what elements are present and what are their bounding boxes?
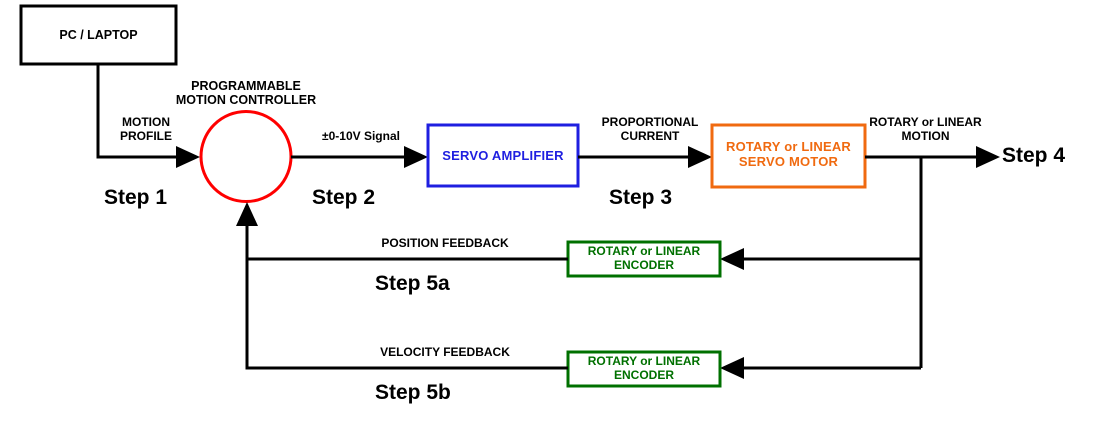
- velocity-feedback-label: VELOCITY FEEDBACK: [380, 345, 510, 359]
- motion-out-label: ROTARY or LINEAR MOTION: [869, 115, 982, 143]
- step-3-label: Step 3: [609, 186, 673, 209]
- step-5a-label: Step 5a: [375, 272, 450, 295]
- step-5b-label: Step 5b: [375, 381, 451, 404]
- edge-velocity-feedback-left: [236, 202, 568, 370]
- servo-amplifier-box: [426, 123, 580, 188]
- position-feedback-label: POSITION FEEDBACK: [381, 236, 509, 250]
- signal-label: ±0-10V Signal: [322, 129, 400, 143]
- velocity-encoder-box: [566, 350, 722, 388]
- proportional-current-label: PROPORTIONAL CURRENT: [601, 115, 699, 143]
- edge-motion-profile: [96, 64, 200, 168]
- step-4-label: Step 4: [1002, 144, 1066, 167]
- motion-controller-circle: [199, 110, 293, 203]
- step-2-label: Step 2: [312, 186, 376, 209]
- position-encoder-box: [566, 240, 722, 278]
- step-1-label: Step 1: [104, 186, 168, 209]
- motion-controller-title: PROGRAMMABLE MOTION CONTROLLER: [175, 79, 317, 108]
- servo-motor-box: [710, 123, 867, 189]
- motion-profile-label: MOTION PROFILE: [119, 115, 172, 143]
- pc-laptop-box: [19, 4, 178, 66]
